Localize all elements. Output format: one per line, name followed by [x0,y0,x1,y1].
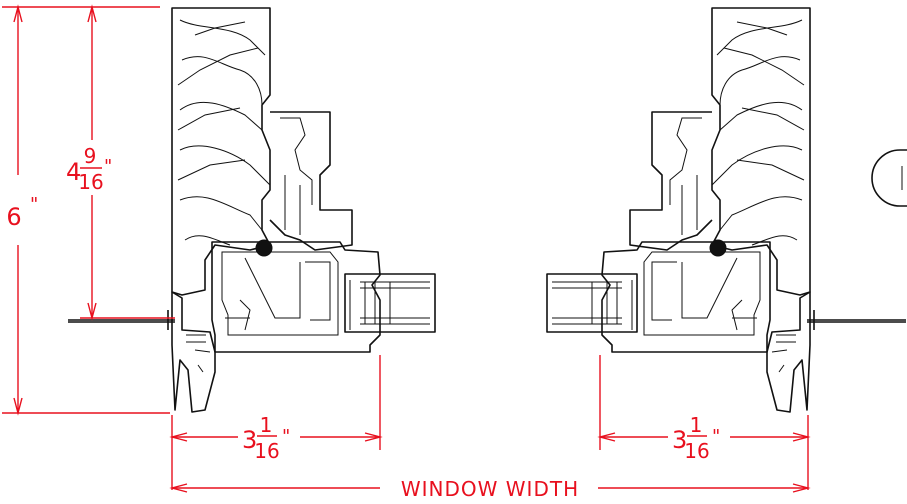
window-width-label: WINDOW WIDTH [401,477,579,501]
left-wall-grain-1 [179,19,271,246]
dimension-4-9-16in: 4 9 16 " [66,4,175,321]
right-exterior-leg-detail [771,334,796,373]
right-weatherstrip-bulb [709,239,727,257]
left-casing [269,111,353,251]
left-wall-grain-2 [177,21,259,181]
dimension-left-3-1-16in: 3 1 16 " [169,355,383,490]
right-exterior-leg [766,291,811,413]
left-glass-unit [349,280,430,330]
right-jamb-detail [546,7,906,413]
dim-right-den: 16 [684,439,709,463]
dim-left-num: 1 [260,413,273,437]
left-exterior-leg [171,291,216,413]
section-marker-circle [871,149,907,207]
right-sash [546,273,638,333]
dim-left-unit: " [282,426,290,447]
dim-left-whole: 3 [242,426,257,454]
right-wall-grain-2 [723,21,805,181]
dim-right-num: 1 [690,413,703,437]
dim-4-9-16-whole: 4 [66,158,81,186]
right-frame-inner [643,251,761,336]
dim-right-unit: " [712,426,720,447]
right-wall-grain-1 [711,19,803,246]
dim-right-whole: 3 [672,426,687,454]
dim-4-9-16-unit: " [104,156,112,177]
dim-6in-value: 6 [6,203,21,231]
right-nailing-fin [807,310,906,330]
left-casing-profile [280,117,313,235]
dimension-right-3-1-16in: 3 1 16 " [597,355,811,490]
left-nailing-fin [68,310,175,330]
left-frame-inner [221,251,339,336]
dim-4-9-16-den: 16 [78,170,103,194]
right-glass-unit [552,280,633,330]
dimension-window-width: WINDOW WIDTH [169,477,811,501]
left-weatherstrip-bulb [255,239,273,257]
left-sash [344,273,436,333]
dimension-6in: 6 " [2,4,170,416]
right-casing-profile [669,117,702,235]
dim-left-den: 16 [254,439,279,463]
left-exterior-leg-detail [186,334,211,373]
left-jamb-detail [68,7,436,413]
right-casing [629,111,713,251]
dim-4-9-16-num: 9 [84,144,97,168]
dim-6in-unit: " [30,194,38,215]
